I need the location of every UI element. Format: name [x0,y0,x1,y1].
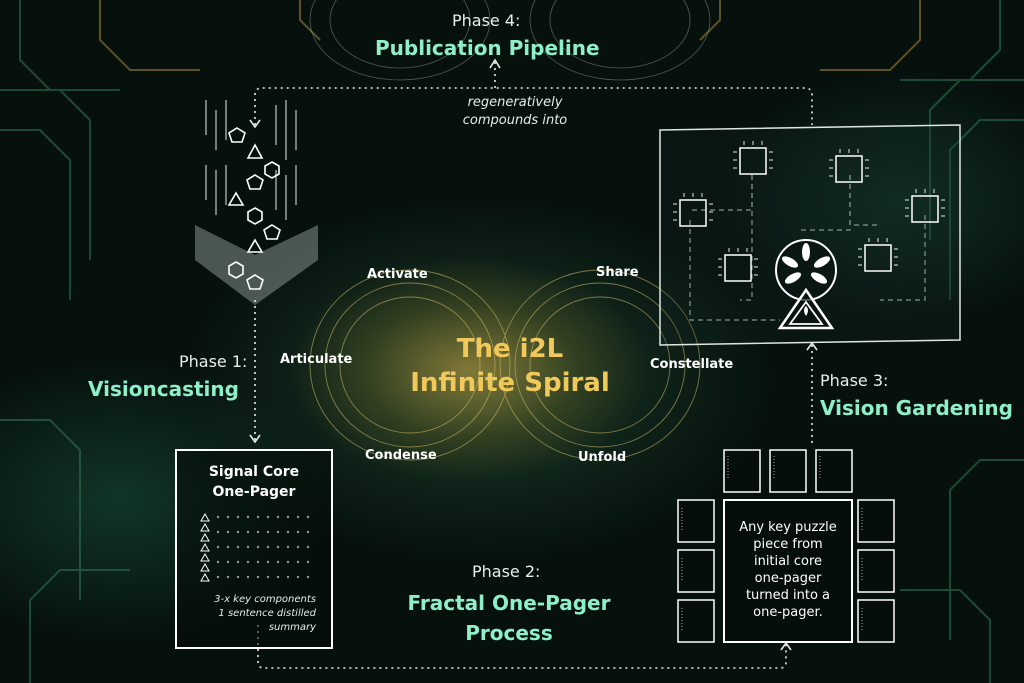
signal-core-box [175,449,333,649]
vision-garden-panel [659,124,961,346]
signal-core-title-line1: Signal Core [208,464,300,480]
signal-core-caption-line3: summary [268,622,316,633]
phase2-title-line2: Process [465,621,553,645]
phase2-number: Phase 2: [472,562,541,581]
puzzle-line6: one-pager. [753,605,823,620]
spiral-word-share: Share [596,265,639,280]
loop-note: regeneratively compounds into [440,94,590,130]
loop-note-line2: compounds into [462,113,568,128]
dot-matrix [216,515,310,579]
spiral-word-condense: Condense [365,448,437,463]
phase1-title: Visioncasting [88,377,239,401]
loop-note-line1: regeneratively [467,95,563,110]
spiral-word-unfold: Unfold [578,450,627,465]
phase1-number: Phase 1: [179,352,248,371]
signal-core-caption: 3-x key components 1 sentence distilled … [186,593,316,635]
signal-core-caption-line1: 3-x key components [214,594,316,605]
signal-core-title: Signal Core One-Pager [176,462,332,502]
phase2-title-line1: Fractal One-Pager [407,591,611,615]
phase4-number: Phase 4: [452,11,521,30]
puzzle-line5: turned into a [745,588,831,603]
phase2-title: Fractal One-Pager Process [402,588,616,648]
puzzle-line3: initial core [753,554,823,569]
phase4-title: Publication Pipeline [375,36,600,60]
spiral-title-line1: The i2L [456,334,564,364]
gold-traces [99,0,921,71]
puzzle-box-text: Any key puzzle piece from initial core o… [724,519,852,621]
visioncasting-funnel [195,100,318,305]
flow-connectors [254,62,813,669]
phase3-title: Vision Gardening [820,396,1013,420]
spiral-word-articulate: Articulate [280,352,353,367]
spiral-word-activate: Activate [367,267,428,282]
signal-core-caption-line2: 1 sentence distilled [218,608,316,619]
phase3-number: Phase 3: [820,371,889,390]
puzzle-line4: one-pager [754,571,822,586]
flower-emblem-icon [775,239,837,330]
spiral-word-constellate: Constellate [650,357,734,372]
infinity-spiral [309,269,701,461]
spiral-title: The i2L Infinite Spiral [390,332,630,400]
puzzle-line2: piece from [753,537,823,552]
signal-core-title-line2: One-Pager [212,484,296,500]
page-ticks [681,456,863,632]
fractal-pages-cluster [677,449,895,643]
spiral-title-line2: Infinite Spiral [410,368,610,398]
puzzle-line1: Any key puzzle [739,520,837,535]
top-lattice [309,0,711,81]
